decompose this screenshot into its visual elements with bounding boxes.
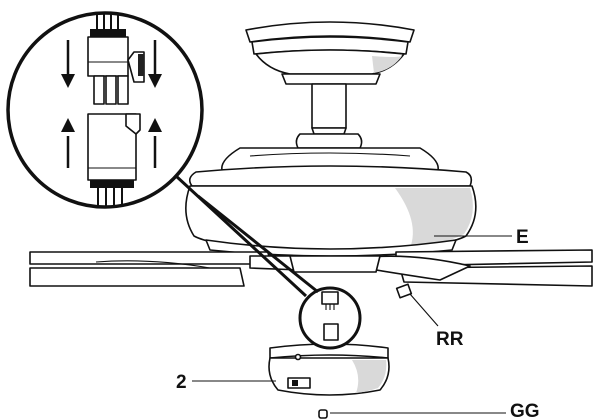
magnifier-leader-lines bbox=[174, 174, 319, 298]
up-arrow-left-icon bbox=[61, 118, 75, 168]
switch-housing-hub bbox=[289, 255, 413, 299]
callout-label-2: 2 bbox=[176, 372, 187, 393]
fan-motor-housing bbox=[185, 147, 477, 257]
lower-socket-connector bbox=[87, 113, 141, 181]
upper-wires bbox=[90, 13, 126, 37]
magnified-inset bbox=[6, 11, 204, 209]
light-kit-housing bbox=[268, 340, 390, 396]
callout-leader-lines bbox=[192, 235, 512, 414]
callout-label-rr: RR bbox=[436, 329, 464, 350]
pull-chain bbox=[318, 409, 328, 419]
up-arrow-right-icon bbox=[148, 118, 162, 168]
lower-wires bbox=[90, 180, 134, 206]
upper-plug-connector bbox=[87, 36, 145, 105]
down-arrow-left-icon bbox=[61, 40, 75, 88]
callout-label-e: E bbox=[516, 227, 529, 248]
fan-canopy bbox=[245, 21, 415, 85]
fan-downrod bbox=[295, 83, 363, 149]
connector-detail-circle bbox=[298, 286, 362, 350]
down-arrow-right-icon bbox=[148, 40, 162, 88]
callout-label-gg: GG bbox=[510, 401, 540, 419]
fan-blades bbox=[29, 249, 593, 287]
